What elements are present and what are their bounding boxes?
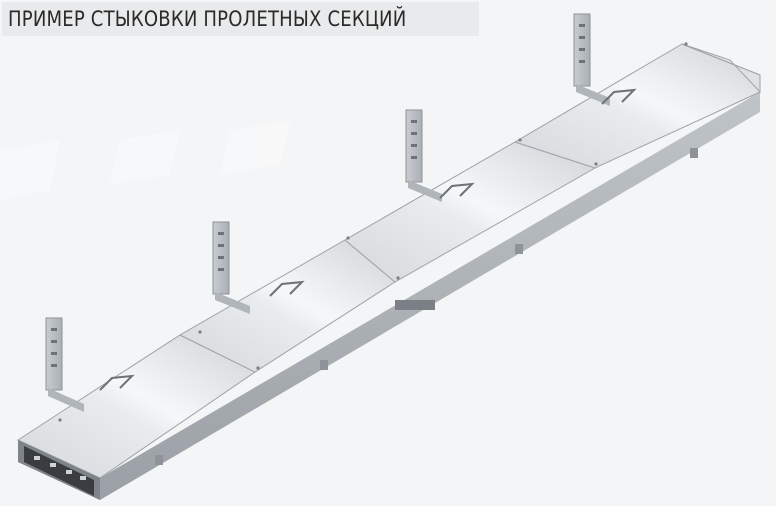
background-streaks	[0, 120, 290, 200]
handle-3	[439, 182, 475, 199]
hanger-4	[573, 13, 610, 106]
title-banner: ПРИМЕР СТЫКОВКИ ПРОЛЕТНЫХ СЕКЦИЙ	[2, 2, 480, 36]
tray-top	[16, 43, 761, 479]
hanger-2	[212, 221, 250, 314]
page-title: ПРИМЕР СТЫКОВКИ ПРОЛЕТНЫХ СЕКЦИЙ	[8, 7, 407, 31]
lid-handles	[99, 88, 637, 391]
handle-1	[99, 374, 135, 391]
tray-open-end	[18, 440, 100, 500]
hanger-brackets	[45, 13, 610, 412]
lid-section-4	[513, 43, 761, 169]
joint-connectors	[155, 148, 698, 465]
hanger-3	[405, 109, 442, 202]
lid-rivets	[58, 42, 688, 422]
lid-end-cap	[681, 43, 761, 94]
handle-4	[601, 88, 637, 105]
hanger-1	[45, 317, 84, 412]
handle-2	[269, 280, 305, 297]
